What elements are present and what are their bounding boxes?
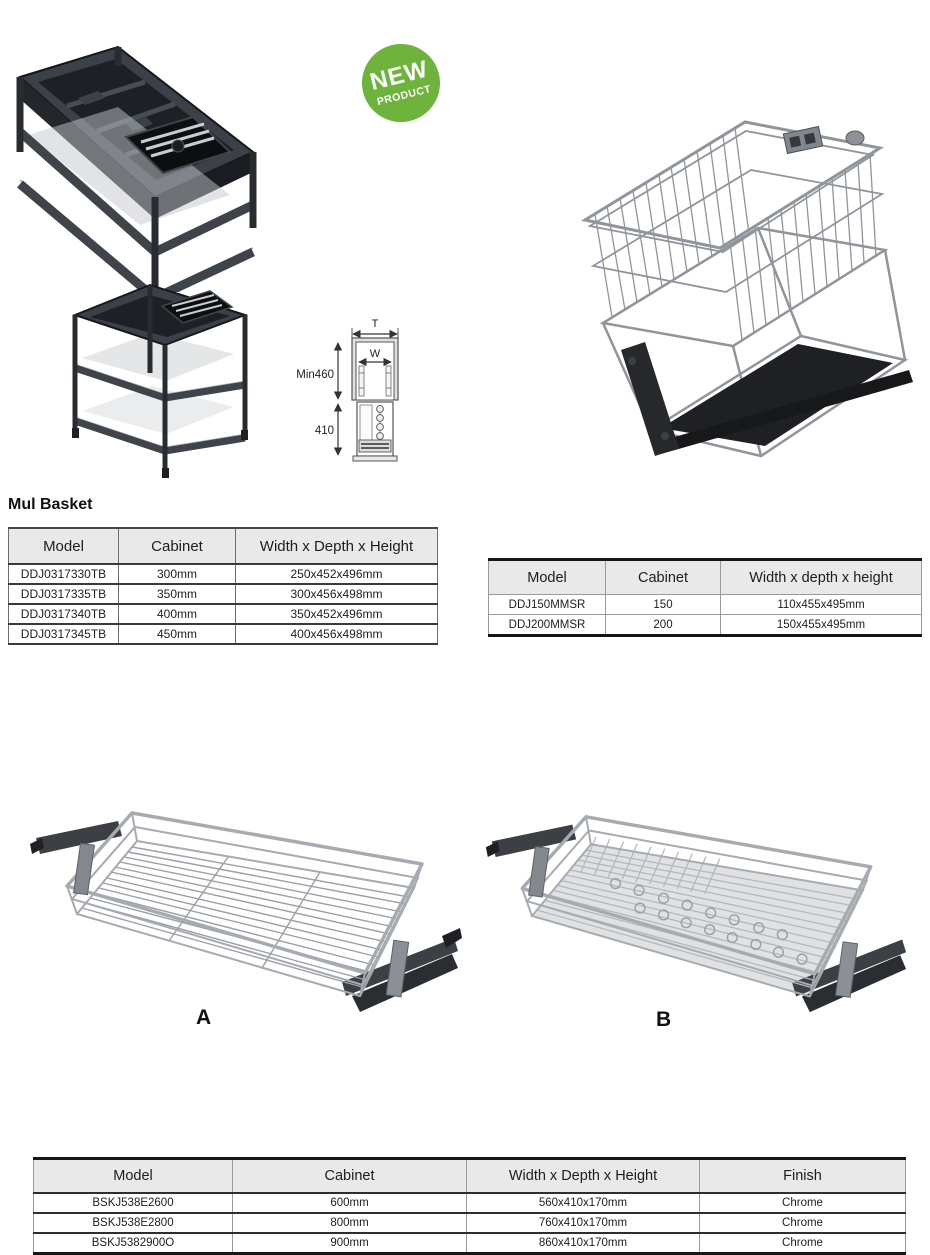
wire-basket-a-photo [22,786,462,1036]
installation-dimension-diagram: T W Min460 410 [290,310,415,470]
cabinet-cell: 800mm [232,1212,467,1234]
cabinet-cell: 350mm [118,583,236,605]
cabinet-cell: 400mm [118,603,236,625]
size-cell: 300x456x498mm [235,583,438,605]
size-cell: 860x410x170mm [466,1232,700,1255]
variant-b-label: B [656,1008,672,1031]
size-cell: 110x455x495mm [720,594,922,615]
table-header-row: Model Cabinet Width x depth x height [488,559,922,595]
size-cell: 350x452x496mm [235,603,438,625]
cabinet-cell: 600mm [232,1192,467,1214]
mmsr-spec-table: Model Cabinet Width x depth x height DDJ… [488,558,922,637]
model-cell: BSKJ538E2800 [33,1212,233,1234]
dimension-diagram-illustration: T W Min460 410 [296,318,399,462]
table-row: DDJ0317340TB 400mm 350x452x496mm [8,603,438,625]
organizer-top-view-illustration [16,45,257,292]
model-cell: DDJ0317340TB [8,603,119,625]
column-header-model: Model [488,559,606,595]
model-cell: BSKJ5382900O [33,1232,233,1255]
size-cell: 250x452x496mm [235,563,438,585]
column-header-finish: Finish [699,1158,906,1194]
column-header-size: Width x Depth x Height [466,1158,700,1194]
model-cell: DDJ0317330TB [8,563,119,585]
column-header-model: Model [33,1158,233,1194]
bskj-spec-table: Model Cabinet Width x Depth x Height Fin… [33,1157,906,1255]
column-header-model: Model [8,527,119,565]
finish-cell: Chrome [699,1212,906,1234]
column-header-cabinet: Cabinet [118,527,236,565]
wire-basket-a-illustration [30,811,462,1012]
table-row: DDJ0317345TB 450mm 400x456x498mm [8,623,438,645]
table-row: BSKJ538E2600 600mm 560x410x170mm Chrome [33,1192,906,1214]
new-product-badge: NEW PRODUCT [353,35,449,131]
finish-cell: Chrome [699,1232,906,1255]
cabinet-cell: 150 [605,594,721,615]
section-title: Mul Basket [8,496,93,513]
table-row: DDJ200MMSR 200 150x455x495mm [488,614,922,636]
wire-basket-b-photo [478,788,910,1038]
table-row: BSKJ538E2800 800mm 760x410x170mm Chrome [33,1212,906,1234]
dimension-410-label: 410 [315,425,334,437]
cabinet-cell: 200 [605,614,721,636]
variant-a-label: A [196,1006,212,1029]
dimension-t-label: T [372,318,379,330]
mul-basket-spec-table: Model Cabinet Width x Depth x Height DDJ… [8,527,438,645]
cabinet-cell: 300mm [118,563,236,585]
model-cell: DDJ0317345TB [8,623,119,645]
table-row: DDJ150MMSR 150 110x455x495mm [488,594,922,615]
model-cell: DDJ0317335TB [8,583,119,605]
finish-cell: Chrome [699,1192,906,1214]
chrome-basket-illustration [580,120,913,458]
table-row: BSKJ5382900O 900mm 860x410x170mm Chrome [33,1232,906,1255]
wire-basket-b-illustration [485,815,907,1013]
size-cell: 560x410x170mm [466,1192,700,1214]
organizer-side-view-illustration [72,283,249,478]
size-cell: 400x456x498mm [235,623,438,645]
table-header-row: Model Cabinet Width x Depth x Height [8,527,438,565]
organizer-product-photo-large [8,32,293,292]
table-row: DDJ0317335TB 350mm 300x456x498mm [8,583,438,605]
cabinet-cell: 900mm [232,1232,467,1255]
cabinet-cell: 450mm [118,623,236,645]
table-header-row: Model Cabinet Width x Depth x Height Fin… [33,1158,906,1194]
model-cell: BSKJ538E2600 [33,1192,233,1214]
organizer-product-photo-small [62,278,262,483]
size-cell: 760x410x170mm [466,1212,700,1234]
table-row: DDJ0317330TB 300mm 250x452x496mm [8,563,438,585]
size-cell: 150x455x495mm [720,614,922,636]
column-header-cabinet: Cabinet [232,1158,467,1194]
dimension-w-label: W [370,348,381,360]
dimension-min460-label: Min460 [296,369,334,381]
column-header-size: Width x depth x height [720,559,922,595]
column-header-cabinet: Cabinet [605,559,721,595]
model-cell: DDJ150MMSR [488,594,606,615]
chrome-basket-product-photo [533,98,930,463]
column-header-size: Width x Depth x Height [235,527,438,565]
model-cell: DDJ200MMSR [488,614,606,636]
